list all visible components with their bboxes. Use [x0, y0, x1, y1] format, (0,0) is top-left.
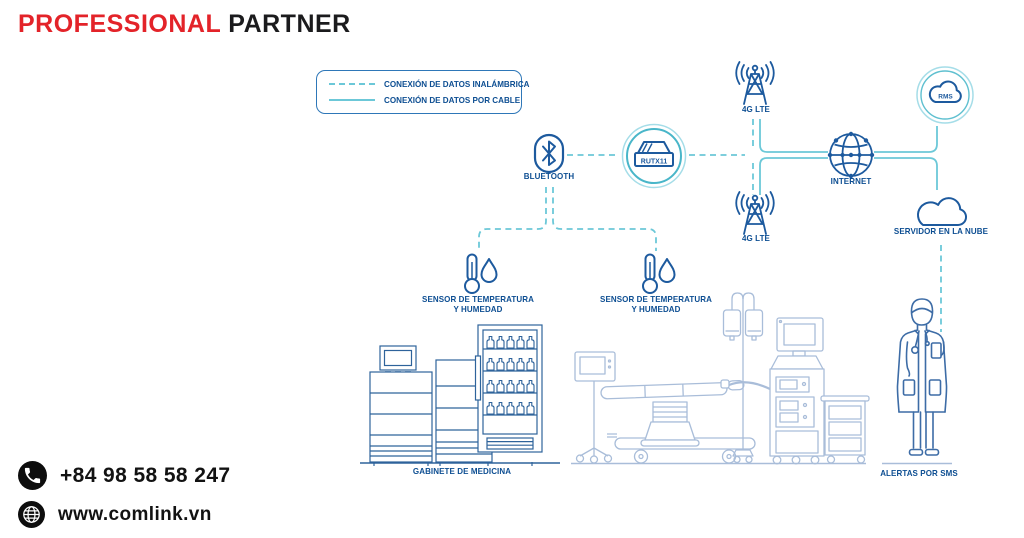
cabinet-label: GABINETE DE MEDICINA	[412, 466, 512, 476]
sensor-left-icon	[464, 253, 498, 294]
lte-antenna-bottom-icon	[735, 191, 775, 235]
doctor-illustration	[896, 298, 948, 456]
phone-icon	[18, 461, 47, 490]
rms-text: RMS	[938, 94, 953, 101]
wire-bluetooth-sensor-right	[552, 187, 657, 251]
lte-bottom-label: 4G LTE	[742, 233, 770, 243]
router-rutx11-icon: RUTX11	[621, 123, 687, 189]
bluetooth-icon	[533, 133, 565, 174]
cloud-server-label: SERVIDOR EN LA NUBE	[893, 226, 989, 236]
cable-internet-rms	[874, 126, 938, 153]
alerts-label: ALERTAS POR SMS	[880, 468, 958, 478]
website-url: www.comlink.vn	[58, 503, 212, 525]
cable-internet-cloud	[874, 157, 938, 190]
cable-lte-top-internet	[759, 119, 828, 153]
brand-partner: PARTNER	[228, 10, 351, 38]
wire-bluetooth-sensor-left	[478, 187, 547, 251]
legend-box: CONEXIÓN DE DATOS INALÁMBRICA CONEXIÓN D…	[316, 70, 530, 114]
contact-website-row: www.comlink.vn	[18, 501, 212, 528]
medicine-cabinet-illustration	[360, 324, 560, 466]
dashed-line-sample	[329, 83, 375, 85]
lte-top-label: 4G LTE	[742, 104, 770, 114]
rms-cloud-icon: RMS	[916, 66, 974, 124]
sensor-left-label-1: SENSOR DE TEMPERATURA	[422, 294, 534, 304]
sensor-right-icon	[642, 253, 676, 294]
sensor-right-label-1: SENSOR DE TEMPERATURA	[600, 294, 712, 304]
solid-line-sample	[329, 99, 375, 101]
cable-lte-bottom-internet	[759, 157, 828, 195]
brand-professional: PROFESSIONAL	[18, 10, 221, 38]
bluetooth-label: BLUETOOTH	[523, 171, 575, 181]
phone-number: +84 98 58 58 247	[60, 463, 231, 487]
internet-label: INTERNET	[830, 176, 872, 186]
sensor-left-label-2: Y HUMEDAD	[453, 304, 503, 314]
operating-room-illustration	[574, 292, 870, 465]
brand-title: PROFESSIONAL PARTNER	[18, 10, 351, 39]
website-globe-icon	[18, 501, 45, 528]
legend-row-cable: CONEXIÓN DE DATOS POR CABLE	[329, 95, 520, 105]
lte-antenna-top-icon	[735, 61, 775, 105]
contact-phone-row: +84 98 58 58 247	[18, 461, 230, 490]
router-rutx11-text: RUTX11	[641, 159, 668, 166]
legend-row-wireless: CONEXIÓN DE DATOS INALÁMBRICA	[329, 79, 530, 89]
internet-globe-icon	[827, 131, 875, 179]
legend-cable-label: CONEXIÓN DE DATOS POR CABLE	[384, 95, 521, 105]
legend-wireless-label: CONEXIÓN DE DATOS INALÁMBRICA	[384, 79, 530, 89]
cloud-server-icon	[917, 197, 967, 227]
sensor-right-label-2: Y HUMEDAD	[631, 304, 681, 314]
